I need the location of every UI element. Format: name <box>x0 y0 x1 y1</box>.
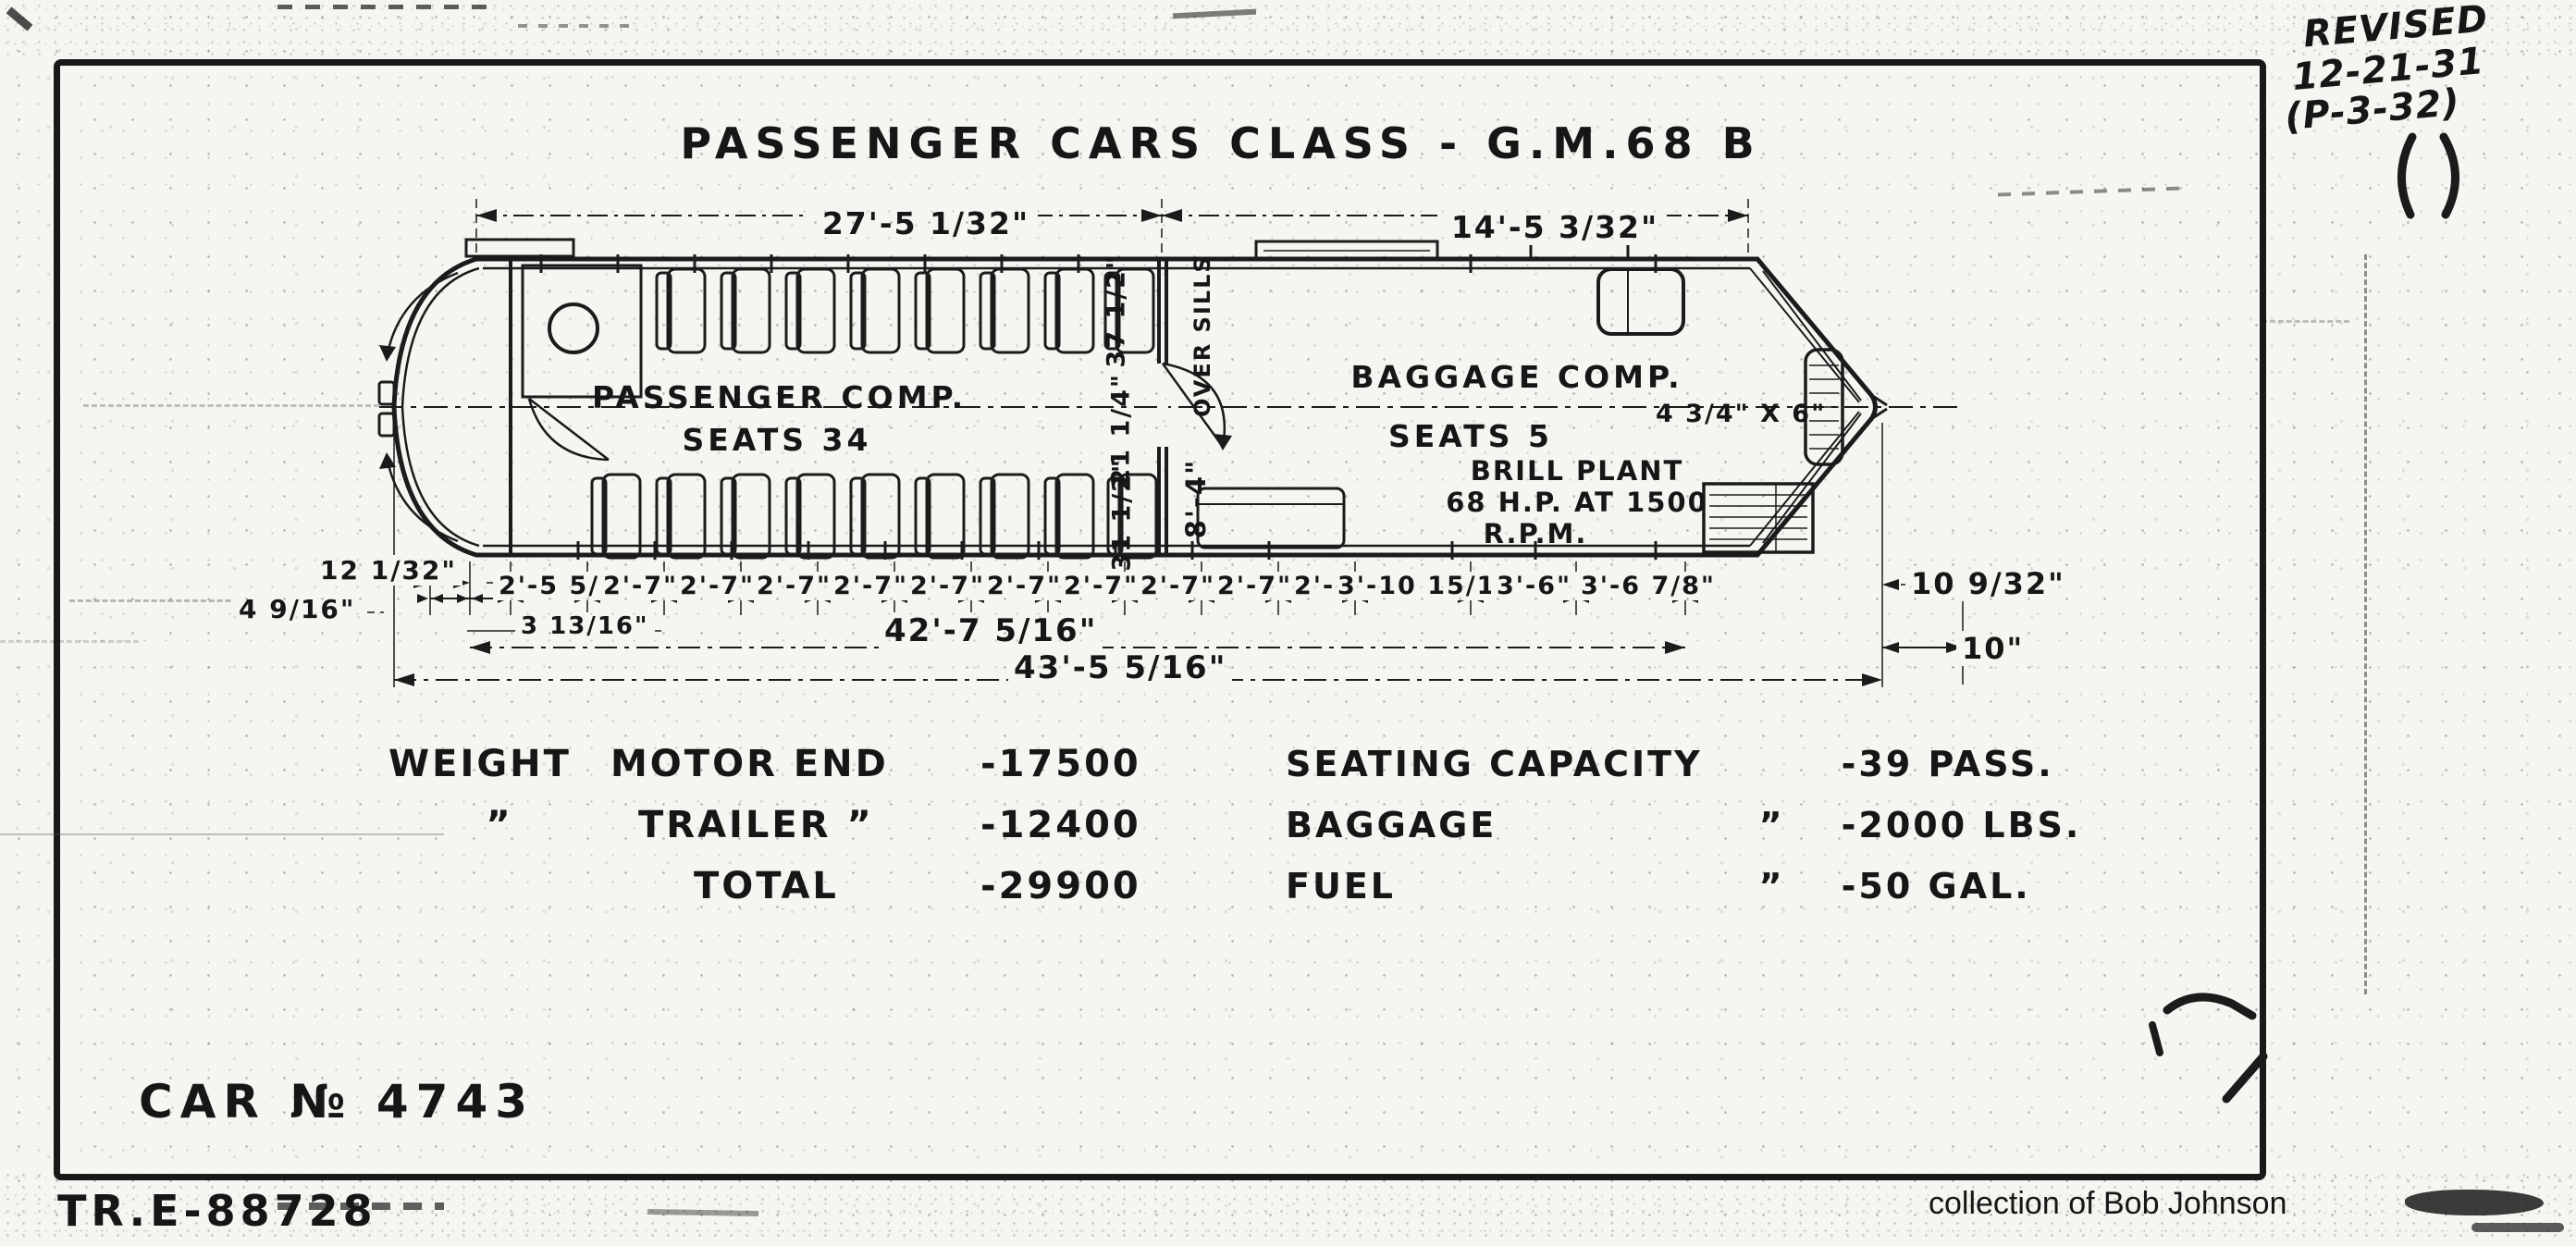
dim-chain-4: 2'-7" <box>828 572 915 600</box>
dim-chain-6: 2'-7" <box>981 572 1068 600</box>
capacity-row2-value: -2000 LBS. <box>1841 805 2082 845</box>
capacity-table: SEATING CAPACITY -39 PASS. BAGGAGE ” -20… <box>1286 734 2081 917</box>
table-row: FUEL ” -50 GAL. <box>1286 856 2081 917</box>
scan-mark-bottom-2 <box>647 1208 759 1217</box>
dim-passenger-comp-length: 27'-5 1/32" <box>814 205 1038 241</box>
capacity-row3-col1: FUEL <box>1286 866 1396 907</box>
dim-chain-8: 2'-7" <box>1135 572 1222 600</box>
engine-cylinder-size: 4 3/4" X 6" <box>1656 400 1827 428</box>
margin-dash-right <box>2262 320 2349 323</box>
passenger-seats-bottom <box>590 473 1158 560</box>
capacity-row1-col1: SEATING CAPACITY <box>1286 744 1703 784</box>
drawing-title: PASSENGER CARS CLASS - G.M.68 B <box>680 118 1762 168</box>
dim-width-over-body: 37 1/2" <box>1102 254 1131 368</box>
collection-credit: collection of Bob Johnson <box>1929 1186 2287 1221</box>
table-row: ” TRAILER ” -12400 <box>388 795 1141 856</box>
scan-streak-left <box>0 833 444 835</box>
weight-row3-col2: TOTAL <box>694 865 839 907</box>
dim-rear-bumper: 10" <box>1956 631 2030 666</box>
scan-mark-bottom-1 <box>277 1203 444 1210</box>
dim-chain-2: 2'-7" <box>674 572 761 600</box>
engine-plant-line2: 68 H.P. AT 1500 <box>1446 487 1708 518</box>
weight-row2-value: -12400 <box>980 804 1141 846</box>
radiator <box>1804 348 1844 466</box>
dim-baggage-comp-length: 14'-5 3/32" <box>1443 209 1667 245</box>
weight-row1-col2: MOTOR END <box>610 743 889 785</box>
dim-chain-13: 3'-6 7/8" <box>1575 572 1721 600</box>
top-dimension-lines <box>475 199 1749 254</box>
dim-chain-1: 2'-7" <box>598 572 684 600</box>
vestibule-and-closet <box>379 259 643 555</box>
dim-over-sills-label: OVER SILLS <box>1189 254 1215 417</box>
margin-dash-left-2 <box>0 640 139 643</box>
dim-chain-12: 3'-6" <box>1491 572 1578 600</box>
scan-mark-top-left <box>6 6 33 31</box>
engine-box <box>1702 482 1815 554</box>
dim-overall-body: 42'-7 5/16" <box>879 612 1103 649</box>
dim-body-width: 8'-4" <box>1180 458 1212 539</box>
overall-dimension-lines <box>394 641 1882 686</box>
scan-blob-bottom-right <box>2405 1190 2544 1215</box>
table-row: BAGGAGE ” -2000 LBS. <box>1286 795 2081 856</box>
handwritten-parentheses-mark <box>2397 132 2459 219</box>
drawing-border <box>54 59 2266 1180</box>
baggage-seats-label: SEATS 5 <box>1387 418 1553 454</box>
dim-chain-5: 2'-7" <box>905 572 992 600</box>
scan-streak-top-2 <box>518 24 638 28</box>
scan-mark-top-center <box>1172 8 1257 19</box>
engine-plant-line3: R.P.M. <box>1483 518 1588 549</box>
scan-mark-bottom-right <box>2471 1223 2564 1232</box>
weight-row2-col1: ” <box>486 804 513 846</box>
dim-seat-width: 31 1/2" <box>1107 458 1137 572</box>
baggage-comp-label: BAGGAGE COMP. <box>1350 359 1683 395</box>
scan-streak-top-1 <box>277 5 499 9</box>
capacity-row3-value: -50 GAL. <box>1841 866 2031 907</box>
weight-row3-col1 <box>388 856 610 917</box>
capacity-row1-col2 <box>1703 734 1842 795</box>
passenger-comp-label: PASSENGER COMP. <box>592 379 968 415</box>
passenger-seats-label: SEATS 34 <box>682 422 872 458</box>
dim-overall-length: 43'-5 5/16" <box>1008 649 1232 686</box>
engine-plant-line1: BRILL PLANT <box>1470 455 1684 487</box>
handwritten-scribble <box>2149 993 2268 1104</box>
weight-row2-col2: TRAILER ” <box>638 804 874 846</box>
table-row: WEIGHT MOTOR END -17500 <box>388 734 1141 795</box>
dim-rear-overhang: 10 9/32" <box>1905 566 2071 601</box>
dim-bumper: 12 1/32" <box>314 555 462 586</box>
dim-chain-9: 2'-7" <box>1212 572 1299 600</box>
table-row: TOTAL -29900 <box>388 856 1141 917</box>
capacity-row2-col2: ” <box>1758 805 1785 845</box>
compartment-partition <box>1157 259 1232 555</box>
table-row: SEATING CAPACITY -39 PASS. <box>1286 734 2081 795</box>
capacity-row1-value: -39 PASS. <box>1841 744 2054 784</box>
dim-step: 3 13/16" <box>515 612 655 640</box>
capacity-row3-col2: ” <box>1758 866 1785 907</box>
weight-row3-value: -29900 <box>980 865 1141 907</box>
centerline-extension-left <box>83 404 379 407</box>
dim-front-overhang: 4 9/16" <box>233 594 362 624</box>
car-number: CAR № 4743 <box>139 1075 536 1129</box>
weight-row1-col1: WEIGHT <box>388 743 572 785</box>
dim-chain-3: 2'-7" <box>751 572 838 600</box>
drawing-number: TR.E-88728 <box>57 1186 377 1236</box>
fold-line <box>2364 254 2367 994</box>
baggage-compartment-fittings <box>1196 267 1844 554</box>
weight-table: WEIGHT MOTOR END -17500 ” TRAILER ” -124… <box>388 734 1141 917</box>
passenger-seats-top <box>655 267 1155 354</box>
margin-dash-left-1 <box>69 599 264 602</box>
dim-chain-7: 2'-7" <box>1058 572 1145 600</box>
capacity-row2-col1: BAGGAGE <box>1286 805 1498 845</box>
weight-row1-value: -17500 <box>980 743 1141 785</box>
